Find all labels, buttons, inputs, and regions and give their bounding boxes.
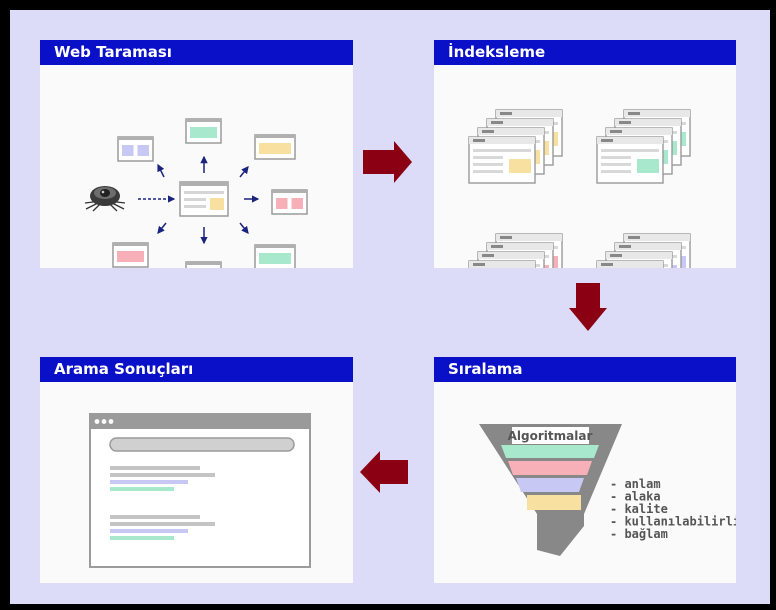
ranking-illustration: Algoritmalar - anlam- alaka- kalite- kull… bbox=[479, 424, 736, 556]
funnel-label: Algoritmalar bbox=[508, 429, 593, 443]
search-bar bbox=[109, 437, 295, 452]
central-web-page-icon bbox=[179, 181, 229, 217]
ranking-criterion: - kalite bbox=[610, 502, 668, 516]
search-result-item bbox=[110, 515, 215, 540]
crawl-direction-arrow bbox=[239, 166, 249, 178]
ranking-panel: Sıralama Algoritmalar - anlam- alaka- kal… bbox=[434, 357, 736, 583]
web-page-icon bbox=[271, 189, 308, 215]
crawl-panel-title: Web Taraması bbox=[40, 40, 353, 65]
flow-arrow-icon bbox=[569, 283, 607, 331]
results-panel: Arama Sonuçları bbox=[40, 357, 353, 583]
flow-arrow-icon bbox=[363, 141, 412, 183]
window-dot-icon bbox=[94, 419, 100, 424]
ranking-criterion: - bağlam bbox=[610, 527, 668, 541]
crawl-panel: Web Taraması bbox=[40, 40, 353, 268]
results-panel-title: Arama Sonuçları bbox=[40, 357, 353, 382]
index-illustration bbox=[468, 109, 691, 268]
indexed-page-stack-icon bbox=[468, 233, 563, 268]
flow-arrow-icon bbox=[360, 451, 408, 493]
window-dot-icon bbox=[108, 419, 114, 424]
web-page-icon bbox=[254, 244, 296, 268]
funnel-layer bbox=[516, 478, 584, 492]
results-illustration bbox=[89, 413, 311, 568]
funnel-layer bbox=[508, 461, 592, 475]
crawl-illustration bbox=[84, 118, 308, 268]
indexed-page-stack-icon bbox=[596, 233, 691, 268]
ranking-panel-title: Sıralama bbox=[434, 357, 736, 382]
web-page-icon bbox=[185, 118, 222, 144]
indexed-page-stack-icon bbox=[596, 109, 691, 184]
web-page-icon bbox=[254, 134, 296, 160]
crawl-direction-arrow bbox=[157, 222, 167, 234]
index-panel-title: İndeksleme bbox=[434, 40, 736, 65]
window-dot-icon bbox=[101, 419, 107, 424]
ranking-criterion: - anlam bbox=[610, 477, 661, 491]
funnel-layer bbox=[501, 445, 599, 458]
spider-icon bbox=[84, 186, 126, 212]
web-page-icon bbox=[185, 261, 222, 268]
crawl-direction-arrow bbox=[157, 163, 165, 178]
funnel-icon bbox=[479, 424, 622, 556]
funnel-layer bbox=[527, 495, 581, 510]
indexed-page-stack-icon bbox=[468, 109, 563, 184]
web-page-icon bbox=[112, 242, 149, 268]
index-panel: İndeksleme bbox=[434, 40, 736, 268]
ranking-criterion: - alaka bbox=[610, 490, 661, 504]
web-page-icon bbox=[117, 136, 154, 162]
search-result-item bbox=[110, 466, 215, 491]
crawl-direction-arrow bbox=[239, 222, 249, 234]
ranking-criterion: - kullanılabilirlik bbox=[610, 515, 736, 529]
